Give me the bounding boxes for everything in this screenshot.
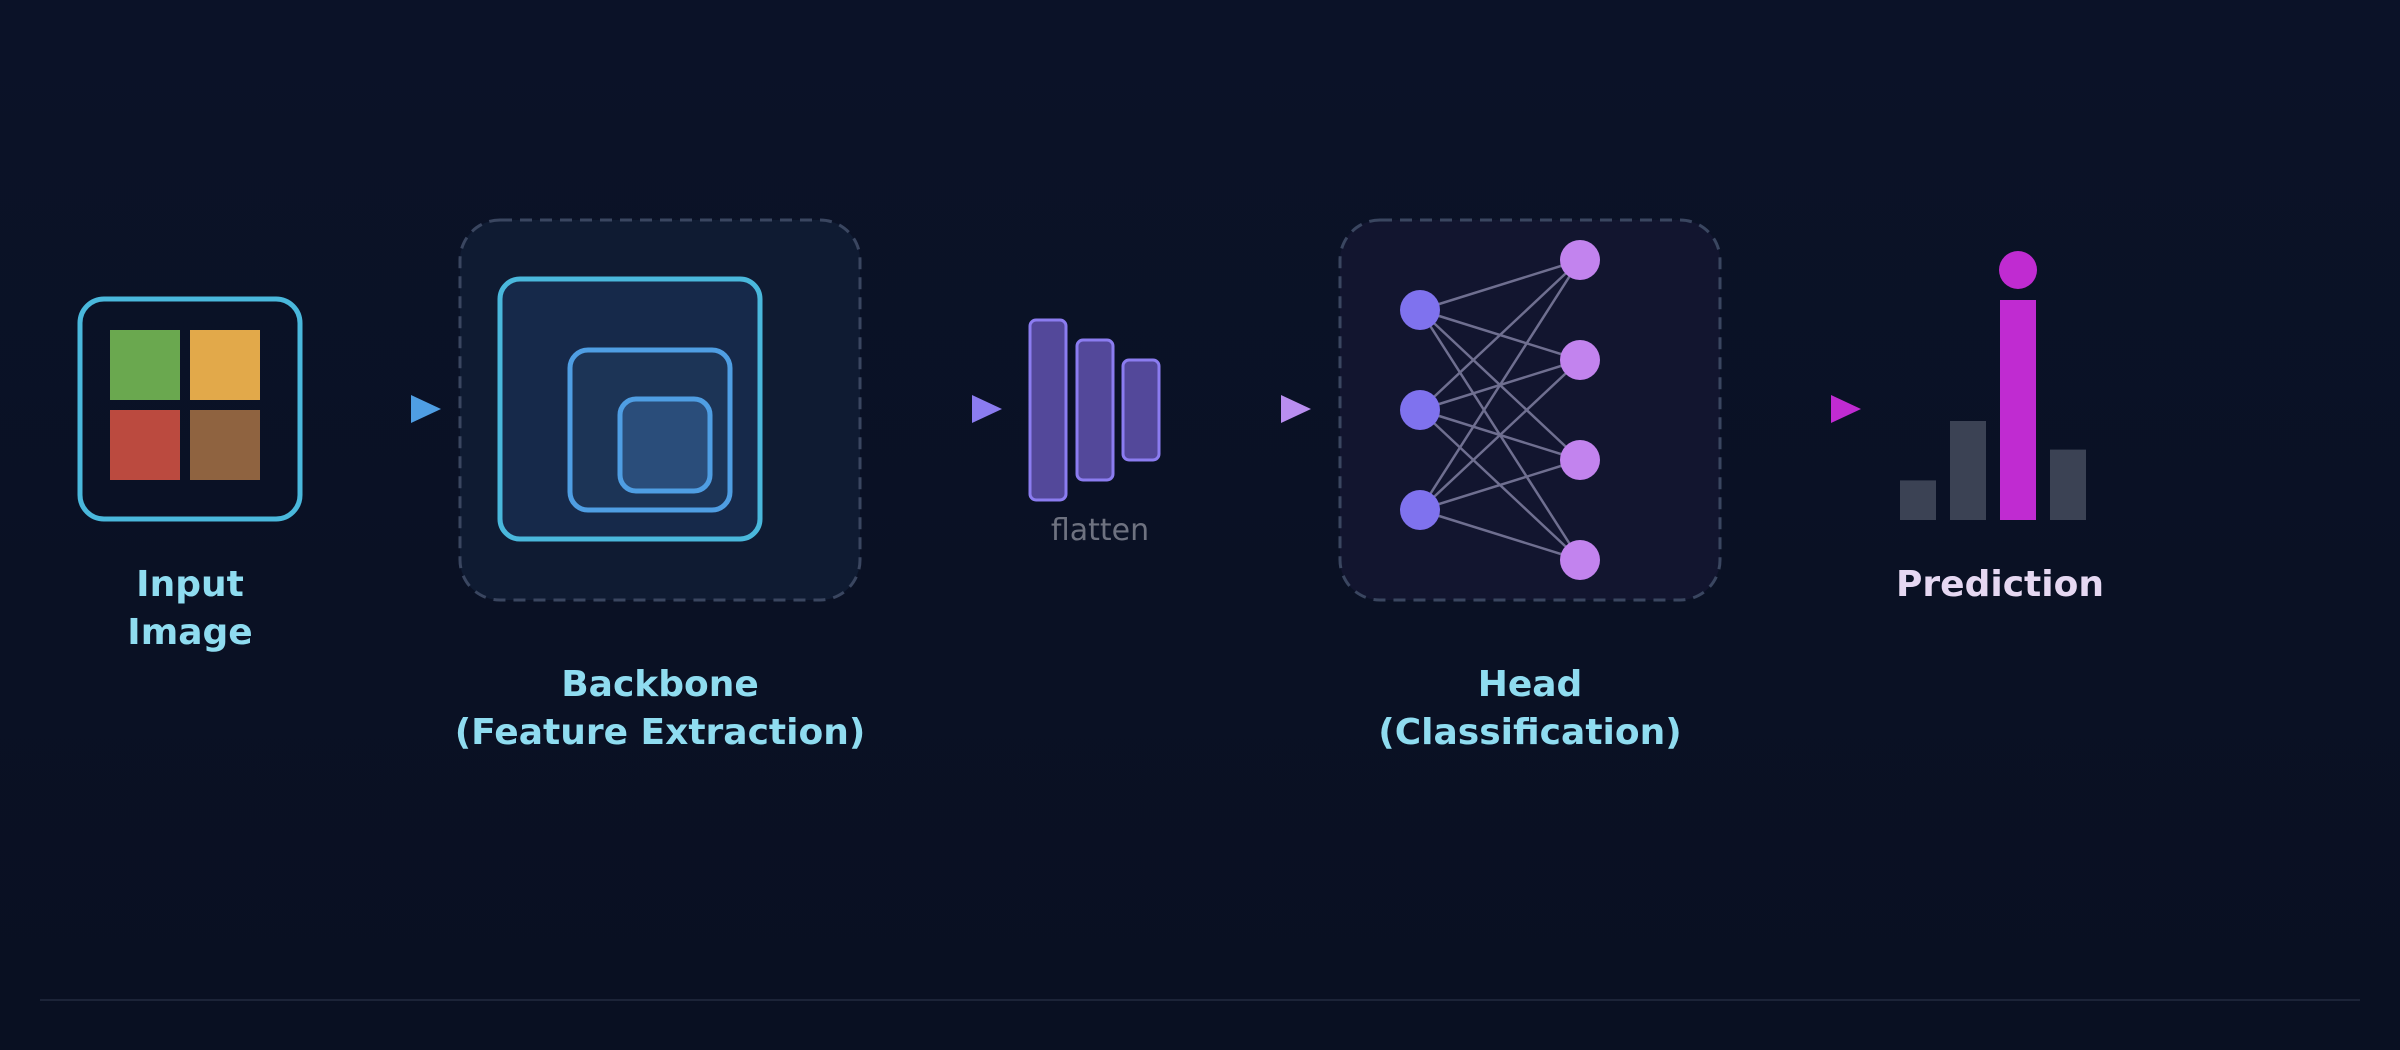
backbone-label-line2: (Feature Extraction) xyxy=(455,712,866,753)
head-stage: Head (Classification) xyxy=(1338,218,1722,753)
pixel-tile-brown xyxy=(190,410,260,480)
prediction-stage: Prediction xyxy=(1896,251,2104,605)
feature-map-inner xyxy=(617,396,713,494)
connection-3-1 xyxy=(1418,258,1582,511)
input-node-2 xyxy=(1400,390,1440,430)
connection-3-2 xyxy=(1419,358,1582,511)
connection-3-3 xyxy=(1419,458,1582,512)
output-node-2 xyxy=(1560,340,1600,380)
backbone-stage: Backbone (Feature Extraction) xyxy=(455,218,866,753)
flow-arrow-1 xyxy=(411,395,441,423)
pixel-tile-yellow xyxy=(190,330,260,400)
connection-1-1 xyxy=(1419,258,1582,312)
prediction-marker-dot xyxy=(1999,251,2037,289)
prediction-bar-4 xyxy=(2050,449,2086,520)
backbone-label-line1: Backbone xyxy=(561,664,759,705)
input-label-line2: Image xyxy=(127,612,252,653)
prediction-bar-1 xyxy=(1900,480,1936,520)
connection-2-1 xyxy=(1419,258,1582,411)
flatten-label: flatten xyxy=(1051,513,1149,548)
prediction-label: Prediction xyxy=(1896,564,2104,605)
head-label-line1: Head xyxy=(1478,664,1583,705)
flatten-bar-1 xyxy=(1028,318,1068,502)
head-container xyxy=(1338,218,1722,602)
connection-3-4 xyxy=(1419,508,1582,562)
flatten-bar-2 xyxy=(1075,338,1115,482)
flow-arrow-4 xyxy=(1831,395,1861,423)
head-connections xyxy=(1418,258,1582,562)
prediction-bar-top xyxy=(2000,300,2036,520)
flatten-stage: flatten xyxy=(1028,318,1161,548)
input-image-stage: Input Image xyxy=(77,296,303,653)
pixel-tile-red xyxy=(110,410,180,480)
pixel-tile-green xyxy=(110,330,180,400)
flow-arrow-2 xyxy=(972,395,1002,423)
output-node-4 xyxy=(1560,540,1600,580)
output-node-1 xyxy=(1560,240,1600,280)
flow-arrow-3 xyxy=(1281,395,1311,423)
head-label-line2: (Classification) xyxy=(1378,712,1681,753)
input-node-3 xyxy=(1400,490,1440,530)
input-node-1 xyxy=(1400,290,1440,330)
input-image-frame xyxy=(77,296,303,522)
prediction-bar-2 xyxy=(1950,421,1986,520)
flatten-bar-3 xyxy=(1121,358,1161,462)
input-label-line1: Input xyxy=(136,564,244,605)
output-node-3 xyxy=(1560,440,1600,480)
prediction-bars xyxy=(1900,300,2086,520)
